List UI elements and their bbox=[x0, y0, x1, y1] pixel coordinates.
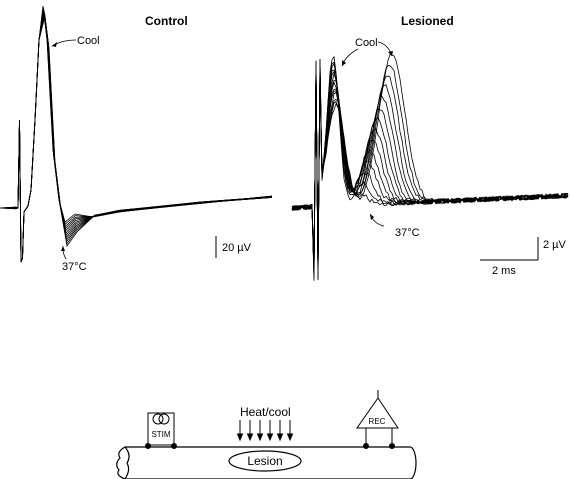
control-trace bbox=[0, 11, 273, 263]
control-trace bbox=[0, 6, 273, 263]
nerve-cut-end bbox=[116, 446, 130, 479]
heat-cool-label: Heat/cool bbox=[240, 405, 291, 419]
lesion-ellipse bbox=[228, 450, 302, 472]
control-trace bbox=[0, 7, 273, 263]
recorder-label: REC bbox=[369, 417, 386, 426]
lesioned-time-scale-label: 2 ms bbox=[492, 265, 516, 277]
lesioned-cool-arrowhead-right bbox=[388, 51, 393, 56]
control-cool-label: Cool bbox=[77, 35, 100, 47]
stimulator-icon bbox=[145, 412, 177, 449]
control-traces bbox=[0, 5, 273, 263]
control-temp-label: 37°C bbox=[62, 261, 87, 273]
setup-diagram: Lesion STIM Heat/cool REC bbox=[116, 390, 417, 479]
lesioned-temp-arrowhead bbox=[370, 214, 374, 220]
lesioned-trace bbox=[291, 71, 569, 266]
control-trace bbox=[0, 10, 273, 263]
control-trace bbox=[0, 14, 273, 263]
lesioned-amplitude-scale-label: 2 µV bbox=[543, 239, 567, 251]
heat-arrowhead bbox=[256, 433, 264, 442]
control-title: Control bbox=[145, 14, 188, 28]
control-panel: Control Cool 37°C 20 µV bbox=[0, 5, 273, 273]
control-temp-arrowhead bbox=[61, 246, 65, 251]
control-trace bbox=[0, 12, 273, 263]
control-trace bbox=[0, 13, 273, 263]
lesioned-cool-arrowhead-left bbox=[342, 60, 346, 66]
recorder-icon bbox=[356, 390, 399, 449]
stimulator-label: STIM bbox=[151, 430, 170, 439]
control-trace bbox=[0, 15, 273, 263]
control-trace bbox=[0, 15, 273, 263]
lesioned-trace bbox=[291, 74, 569, 264]
lesioned-trace bbox=[291, 54, 569, 261]
heat-arrowhead bbox=[266, 433, 274, 442]
heat-arrowhead bbox=[276, 433, 284, 442]
lesioned-scale-bar bbox=[480, 237, 539, 261]
control-scale-label: 20 µV bbox=[222, 242, 252, 254]
lesion-label: Lesion bbox=[247, 454, 282, 468]
lesioned-traces bbox=[291, 54, 569, 281]
lesioned-cool-arrow-right bbox=[377, 41, 393, 57]
control-trace bbox=[0, 8, 273, 263]
lesioned-cool-label: Cool bbox=[355, 37, 378, 49]
control-trace bbox=[0, 5, 273, 263]
lesioned-trace bbox=[291, 70, 569, 272]
lesioned-panel: Lesioned Cool 37°C 2 µV 2 ms bbox=[291, 14, 569, 281]
control-trace bbox=[0, 9, 273, 263]
control-cool-arrowhead bbox=[52, 42, 57, 47]
lesioned-title: Lesioned bbox=[401, 14, 454, 28]
lesioned-temp-label: 37°C bbox=[395, 227, 420, 239]
heat-arrowhead bbox=[236, 433, 244, 442]
heat-cool-arrows bbox=[236, 420, 294, 442]
heat-arrowhead bbox=[246, 433, 254, 442]
heat-arrowhead bbox=[286, 433, 294, 442]
